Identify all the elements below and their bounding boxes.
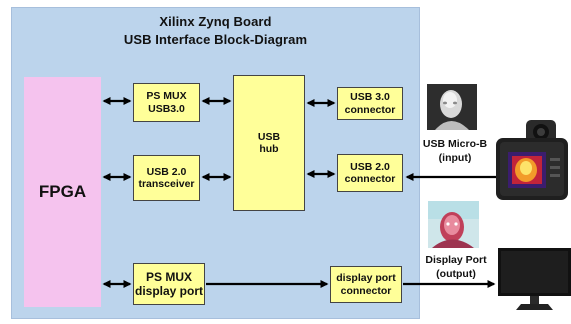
board-subtitle: USB Interface Block-Diagram: [123, 32, 308, 47]
ps-mux-display-port-block: PS MUX display port: [133, 263, 205, 305]
usb2-transceiver-block: USB 2.0 transceiver: [133, 155, 200, 201]
fpga-block: FPGA: [24, 77, 101, 307]
monitor-image: [498, 248, 571, 310]
board-title: Xilinx Zynq Board: [159, 14, 272, 29]
thermal-face-image: [427, 84, 477, 130]
thermal-camera-image: [496, 120, 568, 200]
usb-hub-block: USB hub: [233, 75, 305, 211]
ps-mux-usb3-block: PS MUX USB3.0: [133, 83, 200, 122]
usb2-connector-block: USB 2.0 connector: [337, 154, 403, 192]
thermal-display-image: [428, 201, 479, 248]
display-port-connector-block: display port connector: [330, 266, 402, 303]
display-port-output-label: Display Port (output): [425, 254, 487, 280]
usb-micro-b-input-label: USB Micro-B (input): [422, 138, 488, 164]
usb3-connector-block: USB 3.0 connector: [337, 87, 403, 120]
